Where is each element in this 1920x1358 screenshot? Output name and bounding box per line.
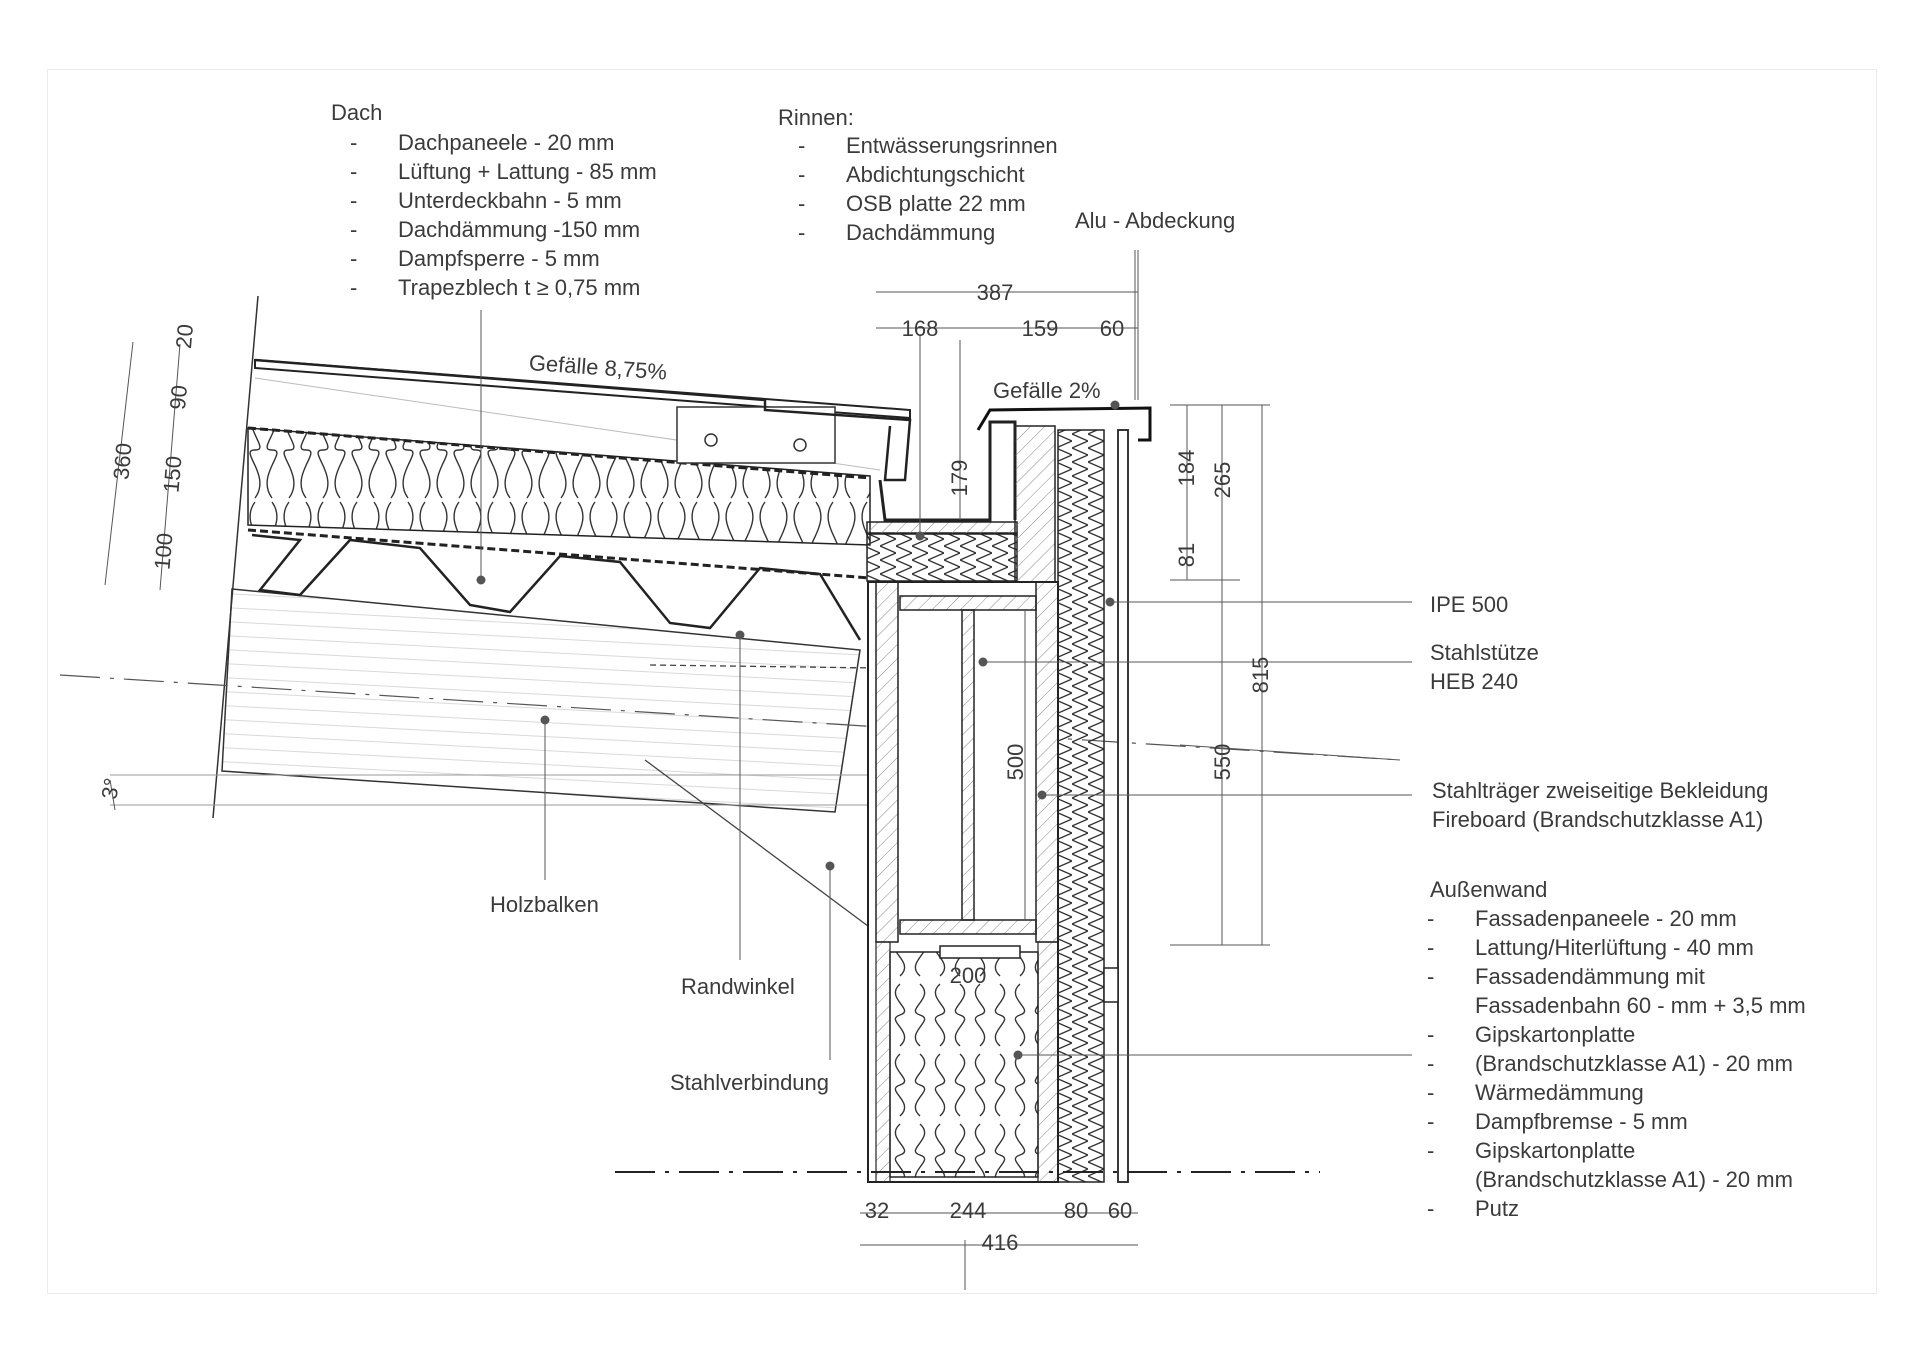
roof-title: Dach: [331, 100, 383, 125]
dimension-labels: 387 168 159 60 200 32 244 80 60 416 179 …: [96, 280, 1273, 1255]
dim-bottom-total: 416: [982, 1230, 1019, 1255]
alu-cover-label: Alu - Abdeckung: [1075, 208, 1236, 233]
wall-layer-8: Putz: [1427, 1194, 1806, 1223]
wall-title: Außenwand: [1430, 877, 1548, 902]
wall-layer-7: Gipskartonplatte: [1427, 1136, 1806, 1165]
gutter-layer-list: Entwässerungsrinnen Abdichtungschicht OS…: [798, 131, 1058, 247]
dim-beam-width: 200: [950, 963, 987, 988]
wall-layer-3-continued: Fassadenbahn 60 - mm + 3,5 mm: [1475, 993, 1806, 1018]
steel-connection-label: Stahlverbindung: [670, 1070, 830, 1095]
gutter-layer-1: Entwässerungsrinnen: [798, 131, 1058, 160]
drawing-frame: [47, 69, 1877, 1294]
roof-layer-6: Trapezblech t ≥ 0,75 mm: [350, 273, 657, 302]
dim-right-c: 265: [1210, 462, 1235, 499]
wall-layer-2: Lattung/Hiterlüftung - 40 mm: [1427, 933, 1806, 962]
wall-layer-4-spec: (Brandschutzklasse A1) - 20 mm: [1427, 1049, 1806, 1078]
ipe-500-beam: [899, 595, 1037, 935]
dim-top-b: 159: [1022, 316, 1059, 341]
gutter-layer-4: Dachdämmung: [798, 218, 1058, 247]
leader-lines: [476, 250, 1412, 1060]
dim-top-total: 387: [977, 280, 1014, 305]
cladding-material-label: Fireboard (Brandschutzklasse A1): [1432, 807, 1764, 832]
dim-bottom-d: 60: [1108, 1198, 1132, 1223]
wall-layer-5: Wärmedämmung: [1427, 1078, 1806, 1107]
cladding-label: Stahlträger zweiseitige Bekleidung: [1432, 778, 1769, 803]
dim-bottom-a: 32: [865, 1198, 889, 1223]
roof-bracket: [676, 406, 836, 464]
trapezoidal-sheet: [251, 533, 862, 641]
roof-layer-5: Dampfsperre - 5 mm: [350, 244, 657, 273]
ipe-500-label: IPE 500: [1430, 592, 1509, 617]
gutter-layer-2: Abdichtungschicht: [798, 160, 1058, 189]
roof-layer-2: Lüftung + Lattung - 85 mm: [350, 157, 657, 186]
roof-layer-3: Unterdeckbahn - 5 mm: [350, 186, 657, 215]
dim-left-c: 150: [158, 455, 186, 494]
wall-layer-6: Dampfbremse - 5 mm: [1427, 1107, 1806, 1136]
wall-layer-1: Fassadenpaneele - 20 mm: [1427, 904, 1806, 933]
gutter-layer-3: OSB platte 22 mm: [798, 189, 1058, 218]
wall-layer-7-spec: (Brandschutzklasse A1) - 20 mm: [1475, 1167, 1793, 1192]
steel-column-label: Stahlstütze: [1430, 640, 1539, 665]
roof-layer-1: Dachpaneele - 20 mm: [350, 128, 657, 157]
steel-column-type-label: HEB 240: [1430, 669, 1519, 694]
dim-gutter-height: 179: [947, 460, 972, 497]
gutter-slope-label: Gefälle 2%: [993, 378, 1101, 403]
dim-left-a: 20: [171, 323, 198, 350]
roof-layer-4: Dachdämmung -150 mm: [350, 215, 657, 244]
angle-label: 3°: [96, 776, 124, 801]
roof-build-up: [59, 295, 1401, 936]
dim-left-total: 360: [108, 442, 136, 481]
timber-beam: [221, 588, 861, 813]
dim-left-b: 90: [165, 384, 192, 411]
dimension-lines: [104, 250, 1270, 1290]
timber-beam-label: Holzbalken: [490, 892, 599, 917]
wall-layer-3: Fassadendämmung mit: [1427, 962, 1806, 991]
dim-bottom-b: 244: [950, 1198, 987, 1223]
dim-top-c: 60: [1100, 316, 1124, 341]
gutter-title: Rinnen:: [778, 105, 854, 130]
dim-right-d: 550: [1210, 744, 1235, 781]
dim-right-a: 184: [1174, 450, 1199, 487]
roof-layer-list: Dachpaneele - 20 mm Lüftung + Lattung - …: [350, 128, 657, 302]
dim-left-d: 100: [149, 532, 177, 571]
wall-layer-list: Fassadenpaneele - 20 mm Lattung/Hiterlüf…: [1427, 904, 1806, 1223]
dim-beam-height: 500: [1003, 744, 1028, 781]
dim-top-a: 168: [902, 316, 939, 341]
dim-right-e: 815: [1248, 657, 1273, 694]
steel-structure: [615, 429, 1320, 1183]
edge-angle-label: Randwinkel: [681, 974, 795, 999]
dim-right-b: 81: [1174, 543, 1199, 567]
wall-layer-4: Gipskartonplatte: [1427, 1020, 1806, 1049]
dim-bottom-c: 80: [1064, 1198, 1088, 1223]
